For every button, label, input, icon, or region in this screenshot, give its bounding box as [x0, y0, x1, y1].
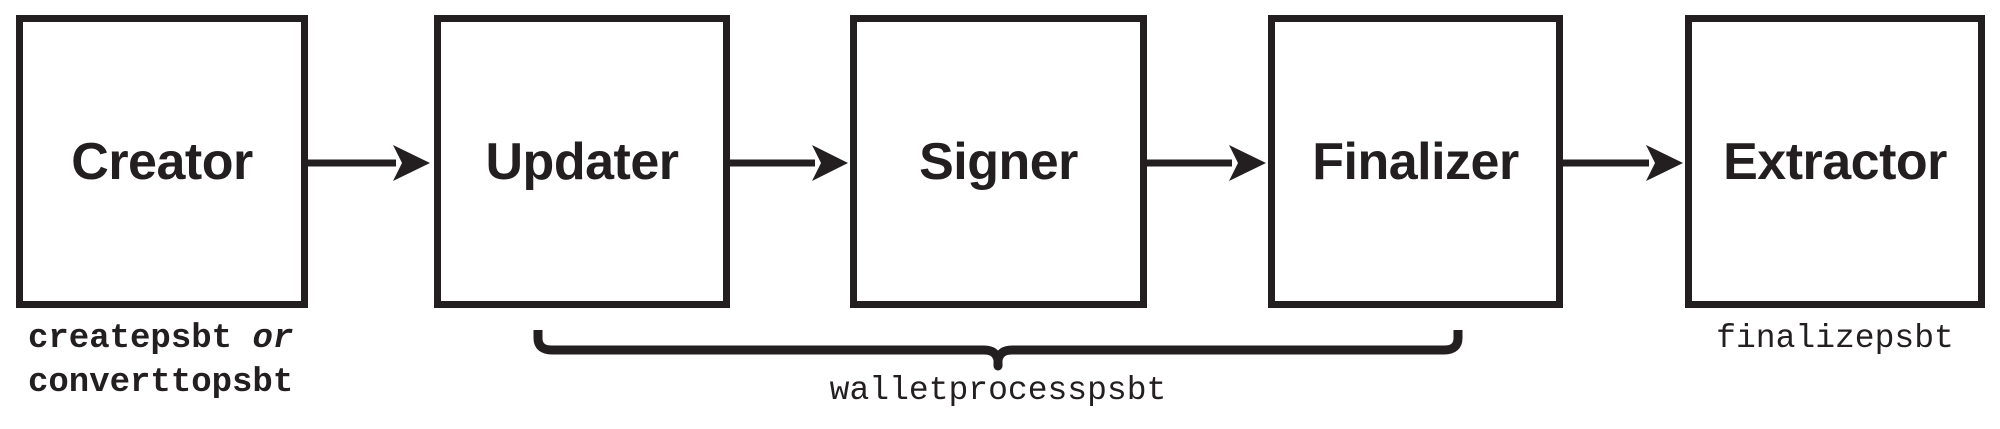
stage-label-finalizer: Finalizer: [1312, 132, 1519, 191]
stage-label-updater: Updater: [485, 132, 679, 191]
stage-label-creator: Creator: [71, 132, 253, 191]
caption-creator: createpsbt or converttopsbt: [28, 318, 293, 405]
stage-label-extractor: Extractor: [1723, 132, 1947, 191]
stage-box-signer: Signer: [850, 15, 1147, 308]
arrow-signer-to-finalizer: [1147, 145, 1266, 181]
caption-creator-command-1: createpsbt: [28, 320, 233, 358]
caption-creator-line2: converttopsbt: [28, 363, 294, 402]
stage-box-extractor: Extractor: [1685, 15, 1985, 308]
caption-walletprocesspsbt: walletprocesspsbt: [829, 372, 1167, 409]
arrow-updater-to-signer: [730, 145, 848, 181]
caption-creator-line1: createpsbt or: [28, 318, 293, 362]
stage-box-updater: Updater: [434, 15, 730, 308]
arrow-finalizer-to-extractor: [1563, 145, 1683, 181]
stage-box-creator: Creator: [16, 15, 308, 308]
caption-finalizepsbt: finalizepsbt: [1716, 320, 1954, 357]
caption-creator-conjunction: or: [252, 320, 294, 358]
stage-label-signer: Signer: [919, 132, 1078, 191]
arrow-creator-to-updater: [308, 145, 430, 181]
stage-box-finalizer: Finalizer: [1268, 15, 1563, 308]
